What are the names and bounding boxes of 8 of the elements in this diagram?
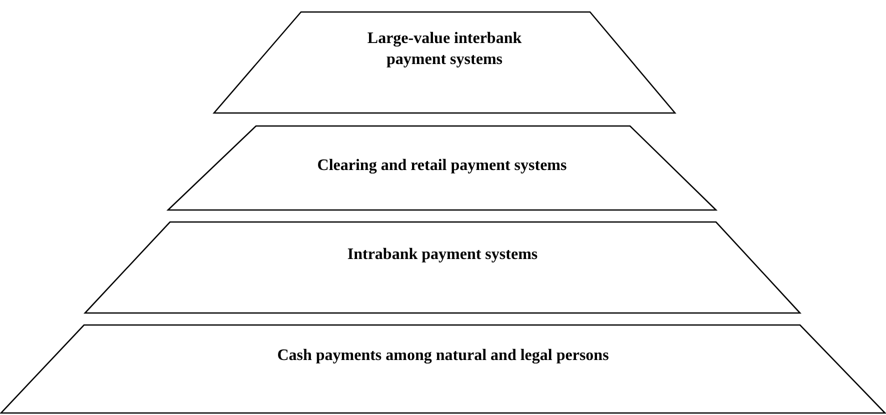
tier-label: Intrabank payment systems [347, 245, 538, 265]
trapezoid-tier [214, 12, 675, 113]
trapezoid-tier [168, 126, 716, 210]
tier-label: Large-value interbank payment systems [366, 29, 523, 70]
trapezoid-tier [85, 222, 800, 313]
trapezoid-tier [1, 325, 885, 413]
tier-label: Cash payments among natural and legal persons [277, 346, 609, 366]
tier-label: Clearing and retail payment systems [317, 156, 567, 176]
